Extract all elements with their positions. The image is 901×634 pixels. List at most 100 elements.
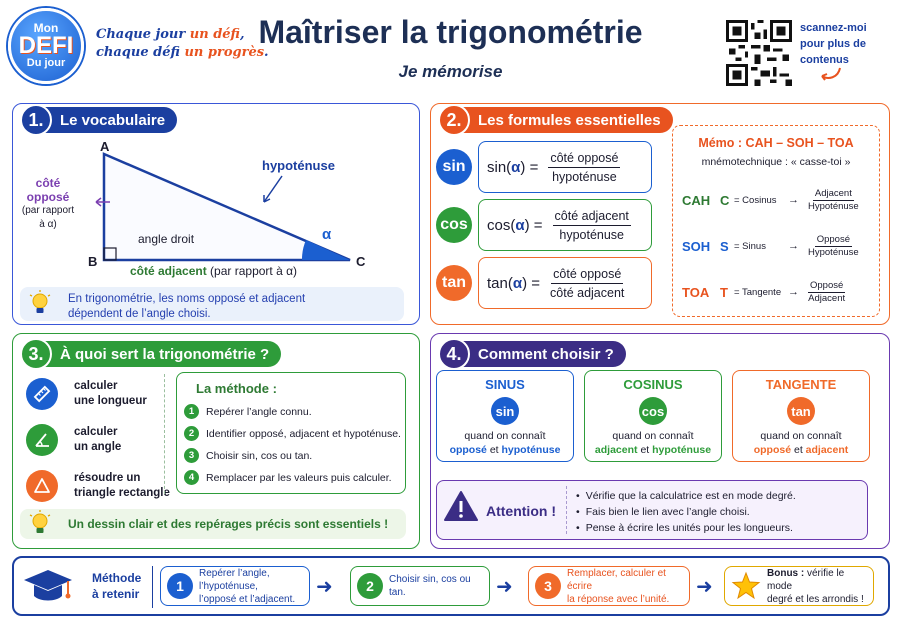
step-number: 3 <box>535 573 561 599</box>
choice-line: quand on connaît <box>760 430 842 442</box>
arrow-right-icon: ➜ <box>496 576 513 598</box>
method-title: La méthode : <box>196 381 277 396</box>
tip-text: En trigonométrie, les noms opposé et adj… <box>68 293 306 320</box>
logo: Mon DEFI Du jour <box>8 8 84 84</box>
triangle-icon <box>26 470 58 502</box>
cos-circle: cos <box>639 397 667 425</box>
adjacent-side-label: côté adjacent (par rapport à α) <box>130 264 298 278</box>
formulas-panel <box>430 103 890 325</box>
memo-abbr: TOA <box>682 284 710 300</box>
section-title: Le vocabulaire <box>40 107 178 133</box>
denominator: côté adjacent <box>550 285 625 300</box>
memo-letter: C <box>720 192 730 208</box>
warning-icon <box>444 491 478 521</box>
qr-code-icon[interactable] <box>726 20 792 86</box>
memo-box <box>672 125 880 317</box>
vertex-a-label: A <box>100 139 110 154</box>
memo-word: = Cosinus <box>734 194 777 206</box>
tan-circle: tan <box>787 397 815 425</box>
arrow-right-icon: → <box>788 240 799 252</box>
section-number: 4. <box>438 338 470 370</box>
section-title: À quoi sert la trigonométrie ? <box>40 341 282 367</box>
graduation-cap-icon <box>24 570 72 601</box>
lightbulb-icon <box>29 510 51 533</box>
angle-icon <box>26 424 58 456</box>
memo-subtitle: mnémotechnique : « casse-toi » <box>701 156 851 168</box>
denominator: hypoténuse <box>559 227 625 242</box>
step-number: 4 <box>184 470 199 485</box>
right-triangle-diagram <box>95 152 351 262</box>
vertex-b-label: B <box>88 254 98 269</box>
choose-panel <box>430 333 890 549</box>
attention-item: Pense à écrire les unités pour les longu… <box>576 520 796 536</box>
numerator: côté opposé <box>548 151 621 168</box>
arrow-right-icon: → <box>788 286 799 298</box>
divider <box>152 566 153 608</box>
page-subtitle: Je mémorise <box>398 62 503 81</box>
arrow-right-icon: ➜ <box>316 576 333 598</box>
divider <box>566 486 567 534</box>
numerator: côté adjacent <box>552 209 631 226</box>
tip-box <box>20 287 404 321</box>
cos-circle: cos <box>436 207 472 243</box>
attention-list: Vérifie que la calculatrice est en mode … <box>576 488 796 536</box>
attention-title: Attention ! <box>486 503 556 519</box>
step-number: 1 <box>167 573 193 599</box>
method-banner <box>12 556 890 616</box>
vertex-c-label: C <box>356 254 366 269</box>
star-icon <box>731 571 761 600</box>
step-text: Choisir sin, cos ou tan. <box>206 449 313 462</box>
choice-line: quand on connaît <box>612 430 694 442</box>
step-number: 1 <box>184 404 199 419</box>
page-title: Maîtriser la trigonométrie <box>258 14 643 50</box>
scan-me-text: scannez-moi pour plus de contenus <box>800 22 867 66</box>
attention-item: Fais bien le lien avec l’angle choisi. <box>576 504 796 520</box>
choice-line: quand on connaît <box>464 430 546 442</box>
step-number: 2 <box>357 573 383 599</box>
curved-arrow-icon <box>821 67 841 81</box>
numerator: côté opposé <box>551 267 624 284</box>
choice-condition: adjacent et hypoténuse <box>594 444 712 456</box>
section-number: 1. <box>20 104 52 136</box>
banner-label: Méthode à retenir <box>92 571 142 601</box>
lightbulb-icon <box>29 290 51 313</box>
step-number: 3 <box>184 448 199 463</box>
alpha-label: α <box>322 226 332 243</box>
memo-letter: T <box>720 284 728 300</box>
tip-box <box>20 509 406 539</box>
cos-choice-card: COSINUS cos quand on connaît adjacent et hy… <box>584 370 722 462</box>
opposite-side-label: côté opposé (par rapport à α) <box>21 176 75 230</box>
right-angle-label: angle droit <box>138 232 195 246</box>
memo-abbr: CAH <box>682 192 711 208</box>
choice-title: COSINUS <box>623 377 683 392</box>
sin-circle: sin <box>436 149 472 185</box>
step-text: Choisir sin, cos ou tan. <box>389 574 471 598</box>
section-title: Les formules essentielles <box>458 107 673 133</box>
step-text: Identifier opposé, adjacent et hypoténus… <box>206 427 401 440</box>
memo-word: = Sinus <box>734 240 766 252</box>
method-step: 3 Choisir sin, cos ou tan. <box>184 448 312 463</box>
attention-item: Vérifie que la calculatrice est en mode … <box>576 488 796 504</box>
memo-letter: S <box>720 238 729 254</box>
choice-condition: opposé et hypoténuse <box>449 444 561 456</box>
right-angle-mark <box>103 247 117 261</box>
